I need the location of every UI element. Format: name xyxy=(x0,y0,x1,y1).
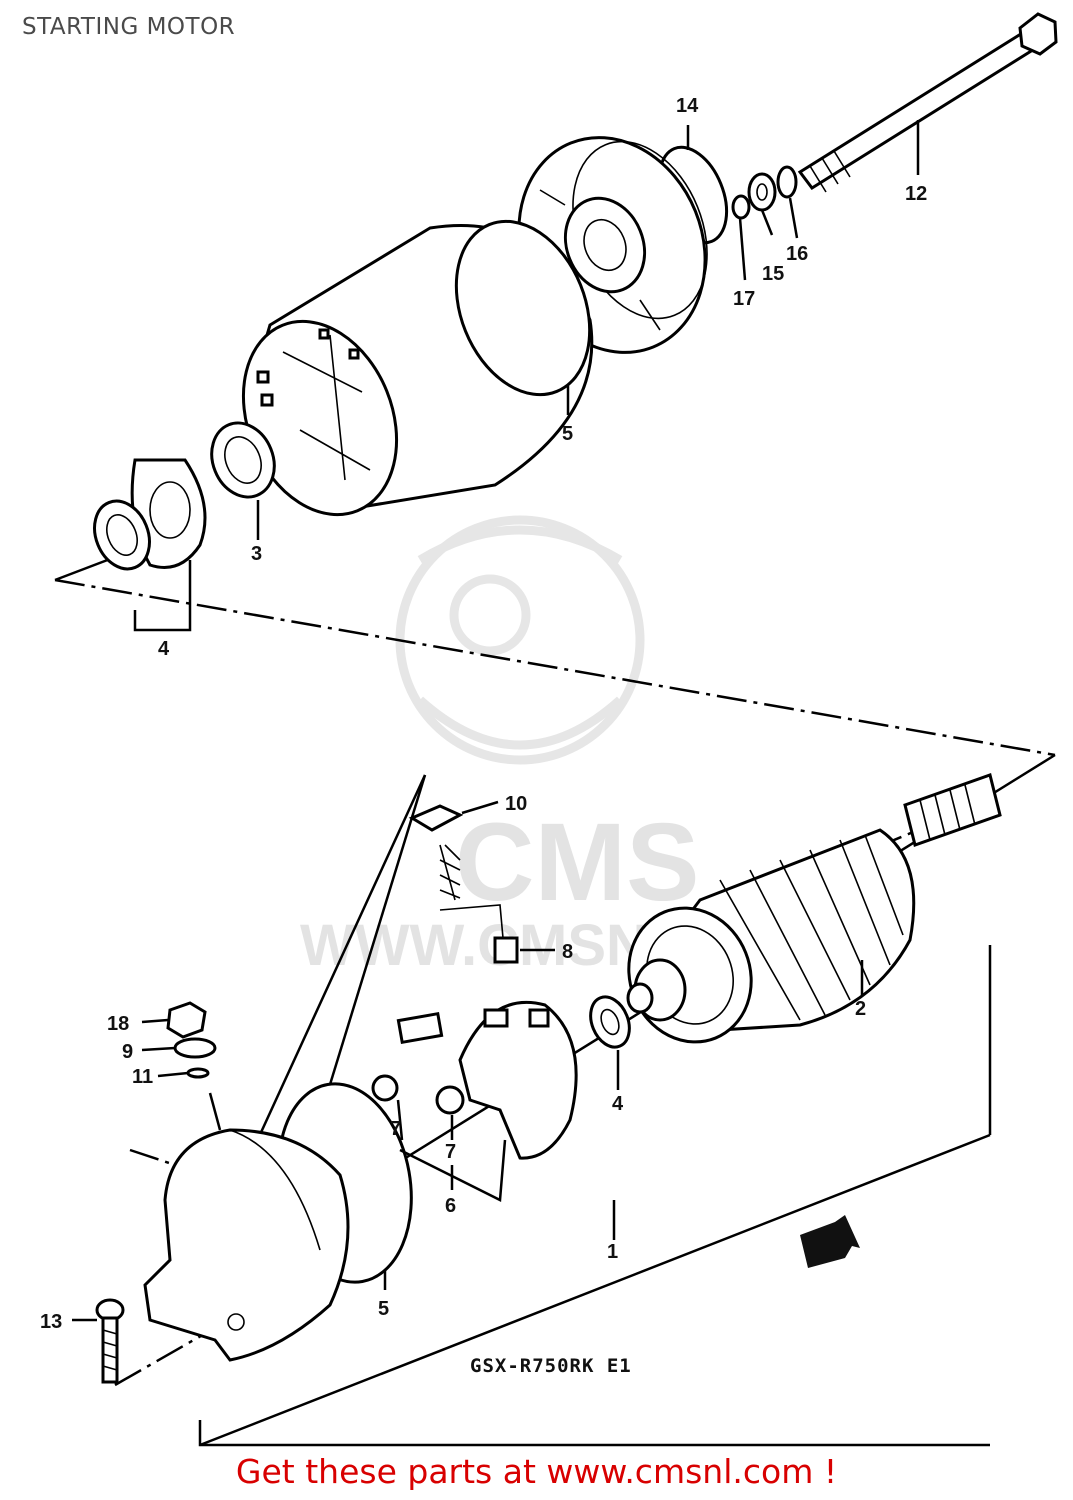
footer-cta-link[interactable]: Get these parts at www.cmsnl.com ! xyxy=(235,1452,838,1491)
part-o-ring-upper xyxy=(454,219,592,397)
part-washer-lower xyxy=(589,995,631,1049)
part-washers-upper xyxy=(731,165,798,220)
callout-2: 2 xyxy=(855,998,866,1020)
front-direction-arrow-icon xyxy=(800,1215,860,1268)
callout-11: 11 xyxy=(132,1066,153,1088)
callout-7-right: 7 xyxy=(445,1141,456,1163)
callout-1: 1 xyxy=(607,1241,618,1263)
callout-5-lower: 5 xyxy=(378,1298,389,1320)
callout-18: 18 xyxy=(107,1013,129,1035)
leader-lines xyxy=(72,120,920,1322)
callout-17: 14 xyxy=(676,95,699,117)
part-brush-holder xyxy=(371,1000,578,1160)
callout-6: 6 xyxy=(445,1195,456,1217)
model-code: GSX-R750RK E1 xyxy=(470,1355,632,1377)
part-screw xyxy=(95,1298,125,1384)
callout-12: 12 xyxy=(905,183,927,205)
callout-14: 16 xyxy=(786,243,808,265)
callout-9: 9 xyxy=(122,1041,133,1063)
callout-labels: 14 12 16 15 17 5 3 4 10 8 2 18 9 11 4 7 … xyxy=(40,95,927,1333)
part-terminal-nuts xyxy=(166,1001,217,1079)
page-title: STARTING MOTOR xyxy=(22,14,236,40)
cms-mascot-icon xyxy=(395,515,645,765)
watermark-brand: CMS xyxy=(455,801,699,924)
callout-16: 13 xyxy=(40,1311,62,1333)
callout-15: 17 xyxy=(733,288,755,310)
callout-3: 3 xyxy=(251,543,262,565)
part-shims-upper xyxy=(93,458,207,571)
callout-4-upper: 4 xyxy=(158,638,170,660)
callout-10: 10 xyxy=(505,793,527,815)
part-through-bolt xyxy=(797,12,1058,193)
callout-7-left: 7 xyxy=(390,1118,401,1140)
part-brush-spring xyxy=(408,804,519,964)
part-armature xyxy=(626,773,1002,1044)
callout-13: 15 xyxy=(762,263,784,285)
callout-8: 8 xyxy=(562,941,573,963)
callout-5-upper: 5 xyxy=(562,423,573,445)
part-oil-seal xyxy=(210,421,276,499)
part-front-end-cover xyxy=(143,1128,350,1362)
exploded-parts-diagram: CMS WWW.CMSNL.COM xyxy=(40,12,1058,1447)
callout-4-lower: 4 xyxy=(612,1093,624,1115)
